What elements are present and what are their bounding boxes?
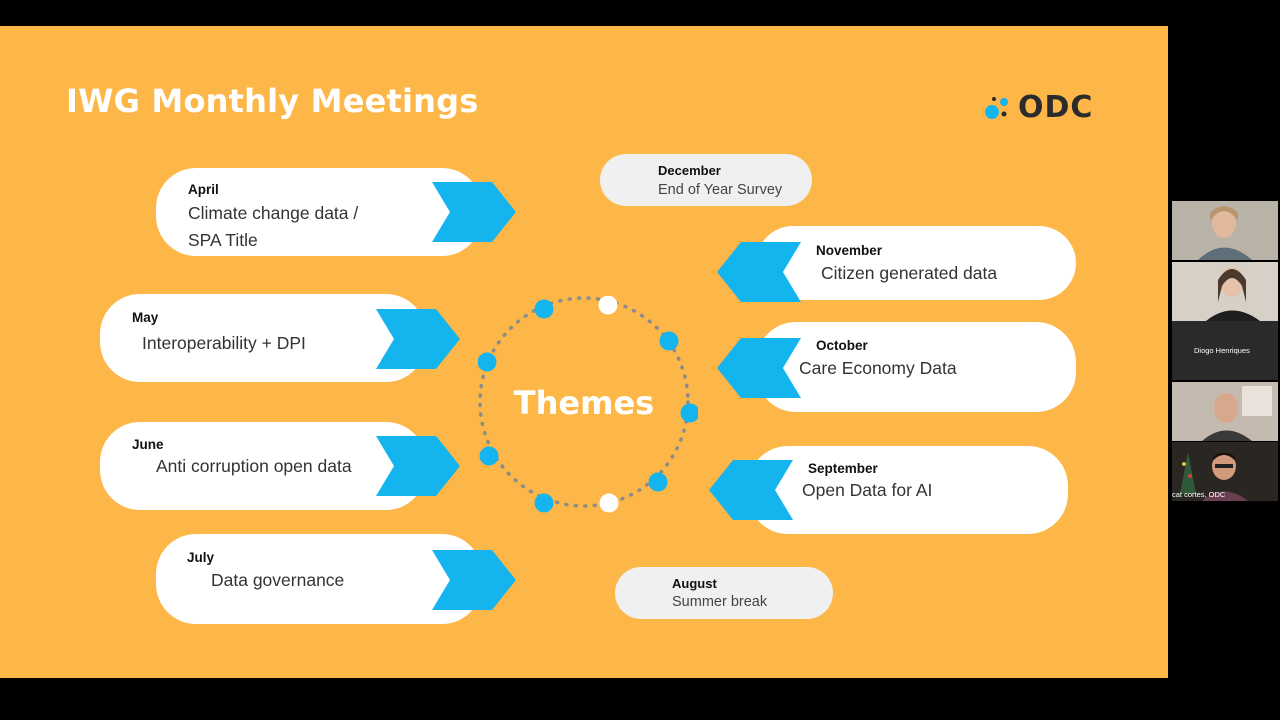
card-month: July (187, 550, 214, 565)
logo-text: ODC (1018, 90, 1093, 126)
pill-topic: Summer break (672, 593, 767, 611)
theme-card-september: September Open Data for AI (748, 446, 1068, 534)
card-topic-line2: SPA Title (188, 227, 258, 254)
theme-card-october: October Care Economy Data (756, 322, 1076, 412)
chevron-left-icon (709, 460, 793, 520)
ring-dot (649, 473, 668, 492)
participant-avatar (1172, 382, 1278, 441)
chevron-right-icon (376, 436, 460, 496)
card-topic: Interoperability + DPI (142, 330, 306, 357)
ring-dot (535, 300, 554, 319)
ring-dot (480, 447, 499, 466)
chevron-left-icon (717, 338, 801, 398)
card-topic: Climate change data / (188, 200, 358, 227)
card-topic: Data governance (211, 567, 344, 594)
chevron-left-icon (717, 242, 801, 302)
ring-dot (600, 494, 619, 513)
card-topic: Open Data for AI (802, 477, 932, 504)
pill-month: August (672, 576, 717, 591)
slide-title: IWG Monthly Meetings (66, 82, 479, 120)
logo-dots-icon (984, 94, 1012, 122)
card-month: September (808, 461, 878, 476)
participant-name: cat cortes, ODC (1172, 490, 1225, 499)
participant-name: Diogo Henriques (1194, 346, 1250, 355)
card-month: June (132, 437, 164, 452)
chevron-right-icon (432, 550, 516, 610)
themes-label: Themes (478, 384, 690, 422)
odc-logo: ODC (984, 90, 1104, 126)
presentation-slide: IWG Monthly Meetings ODC April Climate c… (0, 26, 1168, 678)
card-topic: Care Economy Data (799, 355, 957, 382)
pill-topic: End of Year Survey (658, 181, 782, 199)
ring-dot (535, 494, 554, 513)
chevron-right-icon (376, 309, 460, 369)
participant-video-1[interactable] (1172, 201, 1278, 260)
card-month: May (132, 310, 158, 325)
card-topic: Anti corruption open data (156, 453, 352, 480)
chevron-right-icon (432, 182, 516, 242)
participant-video-3[interactable] (1172, 382, 1278, 441)
pill-december: December End of Year Survey (600, 154, 812, 206)
participant-video-4[interactable]: cat cortes, ODC (1172, 442, 1278, 501)
participant-avatar (1172, 201, 1278, 260)
card-topic: Citizen generated data (821, 260, 997, 287)
pill-month: December (658, 163, 721, 178)
ring-dot (599, 296, 618, 315)
ring-dot (478, 353, 497, 372)
participant-avatar (1172, 262, 1278, 380)
ring-dot (660, 332, 679, 351)
participant-video-2[interactable]: Diogo Henriques (1172, 262, 1278, 380)
card-month: November (816, 243, 882, 258)
card-month: April (188, 182, 219, 197)
pill-august: August Summer break (615, 567, 833, 619)
card-month: October (816, 338, 868, 353)
theme-card-november: November Citizen generated data (756, 226, 1076, 300)
